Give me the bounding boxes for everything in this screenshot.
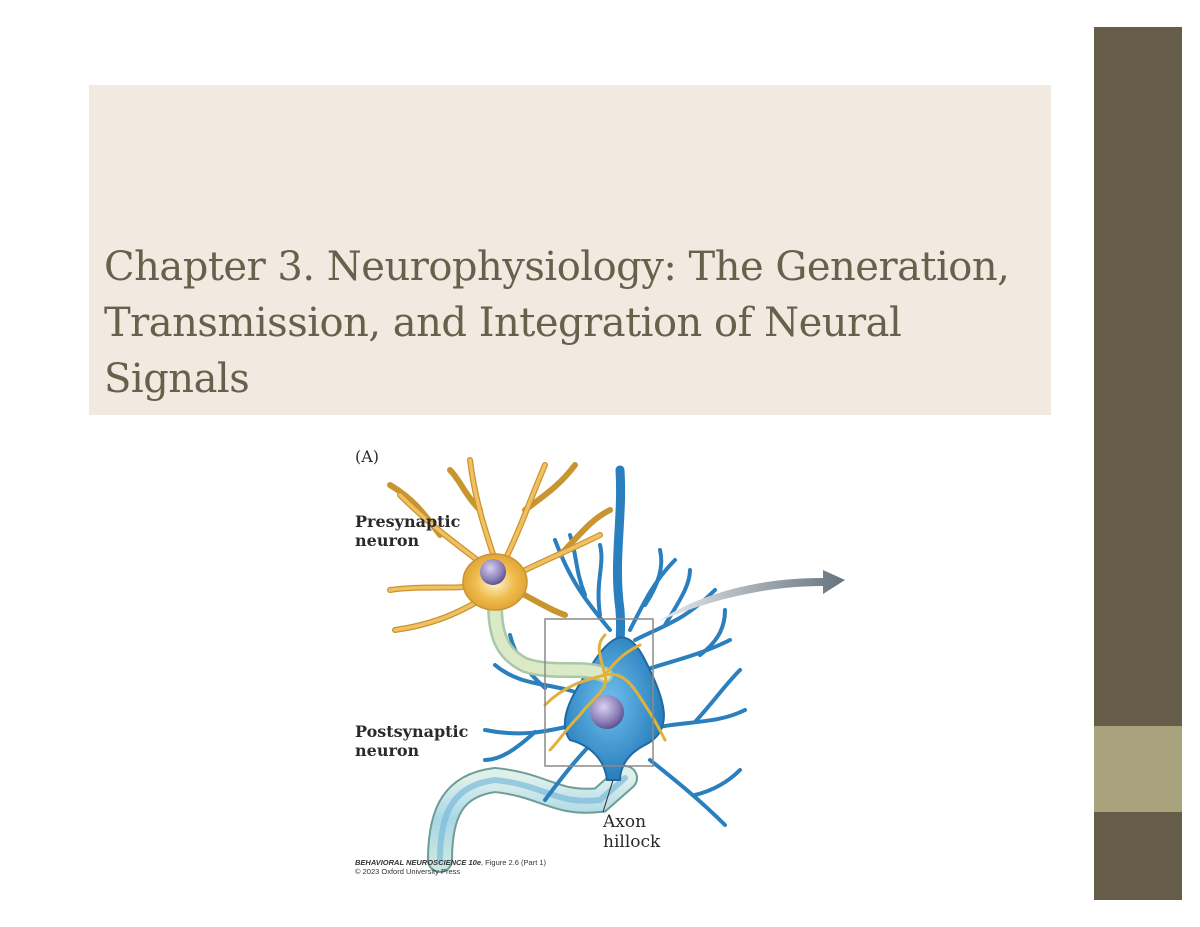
panel-label: (A) xyxy=(355,447,380,466)
presynaptic-neuron-label: Presynaptic neuron xyxy=(355,512,461,550)
zoom-arrow xyxy=(657,570,845,622)
sidebar-accent-bottom xyxy=(1094,812,1182,900)
sidebar-accent-middle xyxy=(1094,726,1182,812)
figure-caption: BEHAVIORAL NEUROSCIENCE 10e, Figure 2.6 … xyxy=(355,858,546,876)
presynaptic-nucleus xyxy=(480,559,506,585)
title-box: Chapter 3. Neurophysiology: The Generati… xyxy=(89,85,1051,415)
neuron-figure: (A) Presynaptic neuron Postsynaptic neur… xyxy=(345,440,865,880)
zoom-box xyxy=(544,618,654,767)
neuron-illustration xyxy=(387,457,845,873)
axon-hillock-label: Axon hillock xyxy=(603,812,661,852)
caption-figure: , Figure 2.6 (Part 1) xyxy=(481,858,547,867)
postsynaptic-nucleus xyxy=(590,695,624,729)
caption-book: BEHAVIORAL NEUROSCIENCE 10e xyxy=(355,858,481,867)
postsynaptic-neuron-label: Postsynaptic neuron xyxy=(355,722,469,760)
caption-copyright: © 2023 Oxford University Press xyxy=(355,867,461,876)
sidebar-accent-top xyxy=(1094,27,1182,726)
slide-title: Chapter 3. Neurophysiology: The Generati… xyxy=(104,244,1010,402)
